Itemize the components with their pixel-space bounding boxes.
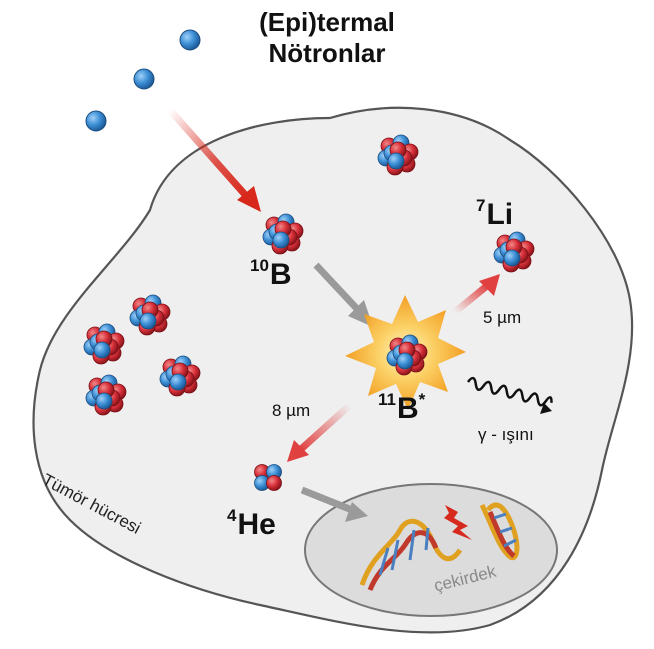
lithium-7-mass: 7: [476, 196, 486, 215]
neutron: [503, 249, 521, 267]
boron-11-mass: 11: [378, 390, 396, 409]
gamma-ray-label: γ - ışını: [478, 425, 534, 444]
neutron: [93, 341, 111, 359]
boron-10-atom: [159, 355, 201, 397]
boron-10-label: 10B: [250, 256, 292, 292]
boron-10-atom: [129, 294, 171, 336]
neutron: [169, 373, 187, 391]
neutron: [85, 110, 107, 132]
neutron: [396, 352, 414, 370]
dna-strand-right: [479, 502, 520, 560]
neutron: [133, 68, 155, 90]
helium-4-symbol: He: [237, 508, 276, 541]
neutron: [95, 392, 113, 410]
dna-strand-left: [359, 518, 463, 591]
boron-10-atom: [262, 213, 304, 255]
dna-break-lightning: [444, 505, 472, 540]
proton: [266, 475, 282, 491]
lithium-7-atom: [493, 231, 535, 273]
neutron: [272, 231, 290, 249]
helium-range-label: 8 µm: [272, 401, 311, 420]
boron-11-atom: [386, 334, 428, 376]
boron-10-mass: 10: [250, 256, 269, 275]
title-line-1: (Epi)termal: [259, 7, 395, 37]
helium-4-label: 4He: [227, 506, 276, 542]
neutron: [179, 29, 201, 51]
boron-11-label: 11B*: [378, 390, 426, 426]
title-line-2: Nötronlar: [268, 38, 386, 68]
helium-4-mass: 4: [227, 506, 237, 525]
helium-4-atom: [254, 464, 282, 491]
lithium-range-label: 5 µm: [483, 308, 522, 327]
helium-to-nucleus-arrow: [300, 486, 368, 522]
neutron-arrow: [166, 106, 261, 212]
neutron: [387, 152, 405, 170]
neutron: [139, 312, 157, 330]
boron-10-atom: [377, 134, 419, 176]
lithium-7-symbol: Li: [486, 198, 514, 231]
boron-11-symbol: B: [396, 392, 419, 425]
helium-arrow: [287, 402, 353, 462]
boron-10-atom: [83, 323, 125, 365]
boron-11-excited-mark: *: [418, 390, 426, 409]
lithium-arrow: [452, 274, 500, 315]
boron-10-symbol: B: [269, 258, 292, 291]
boron-10-atom: [85, 374, 127, 416]
gamma-ray: [466, 376, 553, 414]
lithium-7-label: 7Li: [476, 196, 513, 232]
